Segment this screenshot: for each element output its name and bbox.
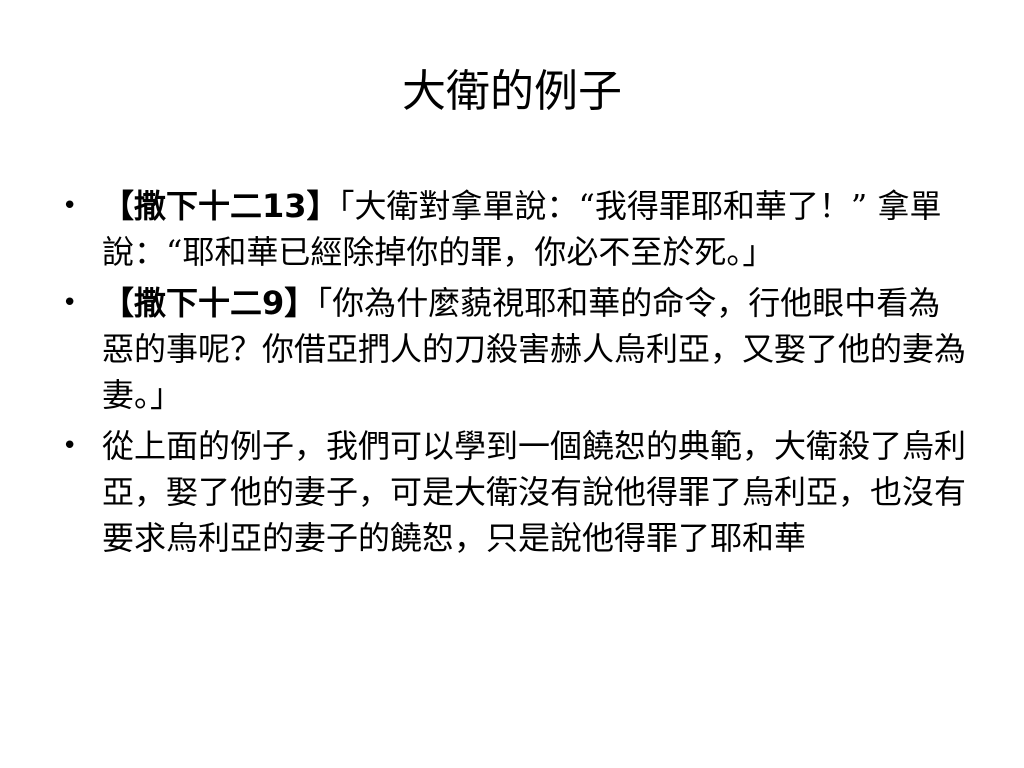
bullet-text: 「大衛對拿單說：“我得罪耶和華了！” 拿單說：“耶和華已經除掉你的罪，你必不至於… bbox=[102, 187, 942, 271]
bullet-item-1: • 【撒下十二13】「大衛對拿單說：“我得罪耶和華了！” 拿單說：“耶和華已經除… bbox=[62, 183, 967, 275]
bullet-text: 「你為什麼藐視耶和華的命令，行他眼中看為惡的事呢？你借亞捫人的刀殺害赫人烏利亞，… bbox=[102, 284, 967, 414]
scripture-reference: 【撒下十二13】 bbox=[102, 187, 339, 225]
bullet-marker: • bbox=[62, 191, 78, 221]
bullet-item-3: • 從上面的例子，我們可以學到一個饒恕的典範，大衛殺了烏利亞，娶了他的妻子，可是… bbox=[62, 423, 967, 561]
bullet-item-2: • 【撒下十二9】「你為什麼藐視耶和華的命令，行他眼中看為惡的事呢？你借亞捫人的… bbox=[62, 280, 967, 418]
bullet-list: • 【撒下十二13】「大衛對拿單說：“我得罪耶和華了！” 拿單說：“耶和華已經除… bbox=[62, 183, 967, 566]
bullet-text: 從上面的例子，我們可以學到一個饒恕的典範，大衛殺了烏利亞，娶了他的妻子，可是大衛… bbox=[102, 427, 967, 557]
slide-title: 大衛的例子 bbox=[402, 66, 622, 117]
scripture-reference: 【撒下十二9】 bbox=[102, 284, 317, 322]
bullet-marker: • bbox=[62, 288, 78, 318]
bullet-marker: • bbox=[62, 431, 78, 461]
